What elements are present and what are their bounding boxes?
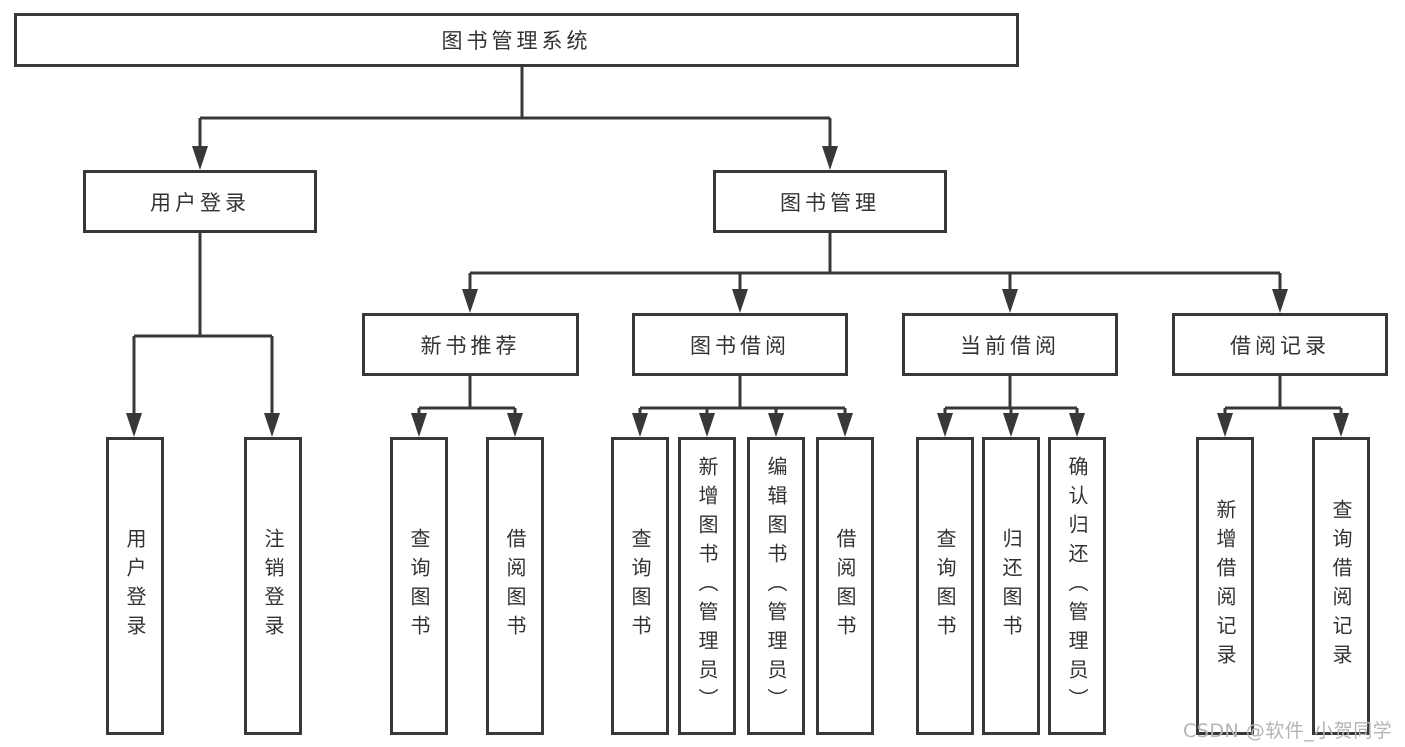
node-label: 借阅记录	[1230, 333, 1330, 358]
leaf-return-book: 归还图书	[982, 437, 1040, 735]
arrowhead-icon	[462, 289, 478, 313]
leaf-add-borrow-record: 新增借阅记录	[1196, 437, 1254, 735]
node-label: 图书管理	[780, 190, 880, 215]
csdn-watermark: CSDN @软件_小贺同学	[1183, 720, 1393, 742]
arrowhead-icon	[768, 413, 784, 437]
leaf-borrow-book-1: 借阅图书	[486, 437, 544, 735]
node-label: 借阅图书	[503, 528, 527, 644]
node-library-management-system: 图书管理系统	[14, 13, 1019, 67]
leaf-edit-book-admin: 编辑图书（管理员）	[747, 437, 805, 735]
leaf-query-book-2: 查询图书	[611, 437, 669, 735]
leaf-confirm-return-admin: 确认归还（管理员）	[1048, 437, 1106, 735]
arrowhead-icon	[822, 146, 838, 170]
connector-new-book-branch	[417, 376, 517, 416]
arrowhead-icon	[732, 289, 748, 313]
node-label: 查询图书	[628, 528, 652, 644]
connector-user-login-branch	[132, 233, 274, 416]
node-label: 新增图书（管理员）	[695, 455, 719, 717]
node-user-login: 用户登录	[83, 170, 317, 233]
arrowhead-icon	[192, 146, 208, 170]
leaf-query-book-1: 查询图书	[390, 437, 448, 735]
leaf-query-borrow-record: 查询借阅记录	[1312, 437, 1370, 735]
arrowhead-icon	[1217, 413, 1233, 437]
node-label: 查询图书	[407, 528, 431, 644]
arrowhead-icon	[699, 413, 715, 437]
node-label: 注销登录	[261, 528, 285, 644]
arrowhead-icon	[837, 413, 853, 437]
arrowhead-icon	[1069, 413, 1085, 437]
node-current-borrow: 当前借阅	[902, 313, 1118, 376]
arrowhead-icon	[937, 413, 953, 437]
arrowhead-icon	[126, 413, 142, 437]
connector-book-management-branch	[468, 233, 1282, 292]
arrowhead-icon	[1002, 289, 1018, 313]
arrowhead-icon	[507, 413, 523, 437]
arrowhead-icon	[1272, 289, 1288, 313]
node-book-management: 图书管理	[713, 170, 947, 233]
arrowhead-icon	[1003, 413, 1019, 437]
leaf-add-book-admin: 新增图书（管理员）	[678, 437, 736, 735]
connector-current-borrow-branch	[943, 376, 1079, 416]
connector-borrow-records-branch	[1223, 376, 1343, 416]
node-label: 新书推荐	[420, 333, 521, 358]
node-borrow-records: 借阅记录	[1172, 313, 1388, 376]
arrowhead-icon	[411, 413, 427, 437]
node-label: 图书借阅	[690, 333, 790, 358]
connector-book-borrow-branch	[638, 376, 847, 416]
node-label: 归还图书	[999, 528, 1023, 644]
arrowhead-icon	[264, 413, 280, 437]
leaf-borrow-book-2: 借阅图书	[816, 437, 874, 735]
node-label: 用户登录	[123, 528, 147, 644]
leaf-logout-login: 注销登录	[244, 437, 302, 735]
arrowhead-icon	[1333, 413, 1349, 437]
node-book-borrow: 图书借阅	[632, 313, 848, 376]
node-label: 图书管理系统	[441, 29, 592, 53]
leaf-query-book-3: 查询图书	[916, 437, 974, 735]
arrowhead-icon	[632, 413, 648, 437]
node-label: 查询图书	[933, 528, 957, 644]
node-label: 编辑图书（管理员）	[764, 455, 788, 717]
connector-root-branch	[198, 67, 832, 150]
node-label: 借阅图书	[833, 528, 857, 644]
leaf-user-login: 用户登录	[106, 437, 164, 735]
node-label: 用户登录	[150, 190, 250, 215]
node-label: 查询借阅记录	[1329, 499, 1353, 673]
node-label: 当前借阅	[960, 333, 1060, 358]
node-new-book-recommend: 新书推荐	[362, 313, 579, 376]
node-label: 新增借阅记录	[1213, 499, 1237, 673]
node-label: 确认归还（管理员）	[1065, 455, 1089, 717]
